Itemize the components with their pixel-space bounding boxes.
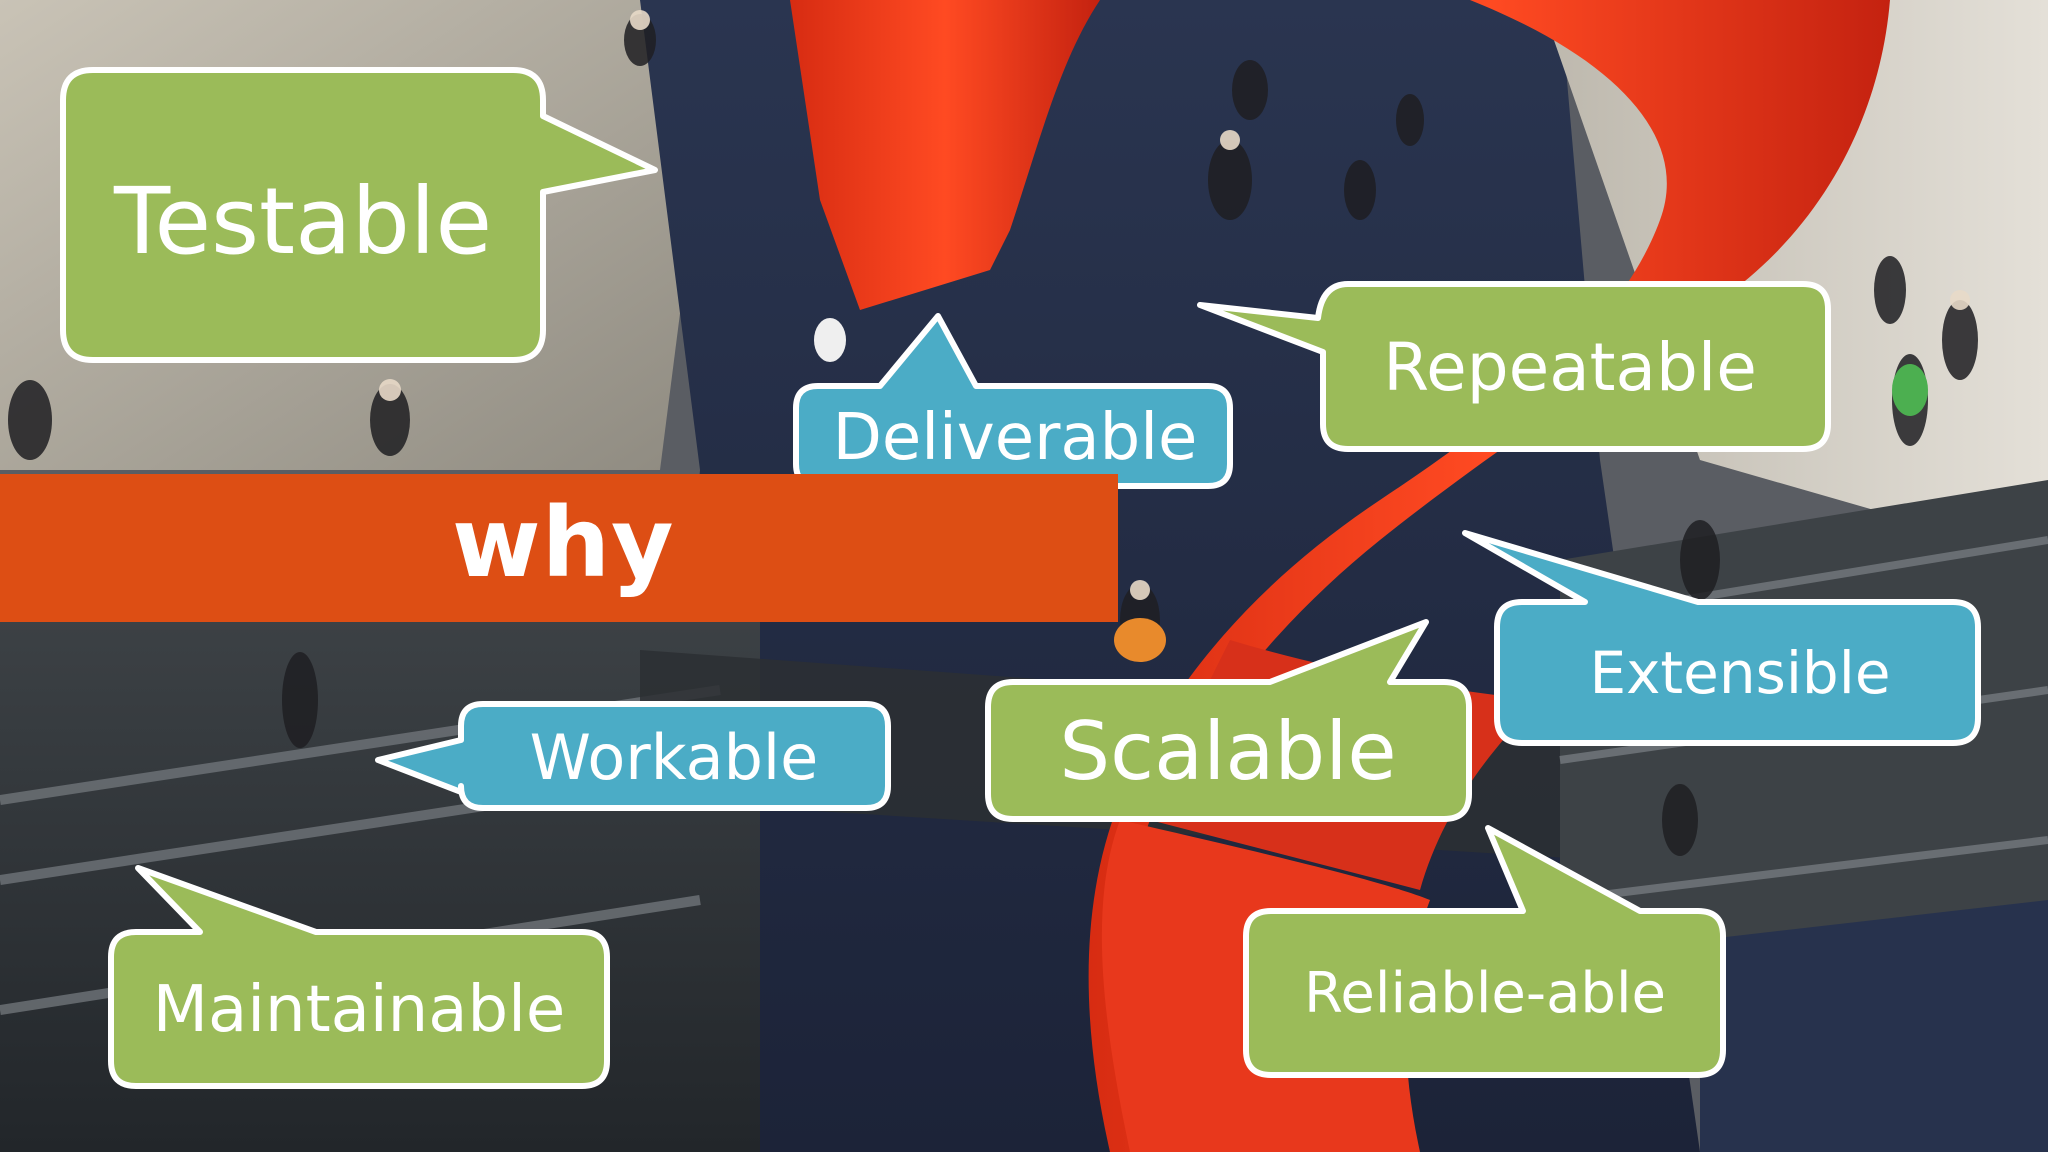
why-banner (0, 474, 1118, 622)
deliverable-label: Deliverable (832, 401, 1198, 475)
maintainable-label: Maintainable (152, 973, 566, 1047)
extensible-bubble (1462, 530, 1981, 746)
repeatable-label: Repeatable (1383, 329, 1757, 406)
reliable-able-bubble (1243, 825, 1726, 1078)
repeatable-bubble (1197, 281, 1831, 452)
banner-title: why (452, 487, 675, 599)
workable-bubble (375, 701, 891, 811)
extensible-label: Extensible (1589, 639, 1891, 707)
workable-label: Workable (529, 721, 819, 794)
testable-bubble (60, 67, 658, 363)
reliable-able-label: Reliable-able (1304, 961, 1666, 1026)
maintainable-bubble (108, 865, 610, 1089)
scalable-bubble (985, 619, 1472, 822)
testable-label: Testable (113, 168, 493, 275)
deliverable-bubble (793, 313, 1233, 489)
scalable-label: Scalable (1059, 705, 1397, 798)
